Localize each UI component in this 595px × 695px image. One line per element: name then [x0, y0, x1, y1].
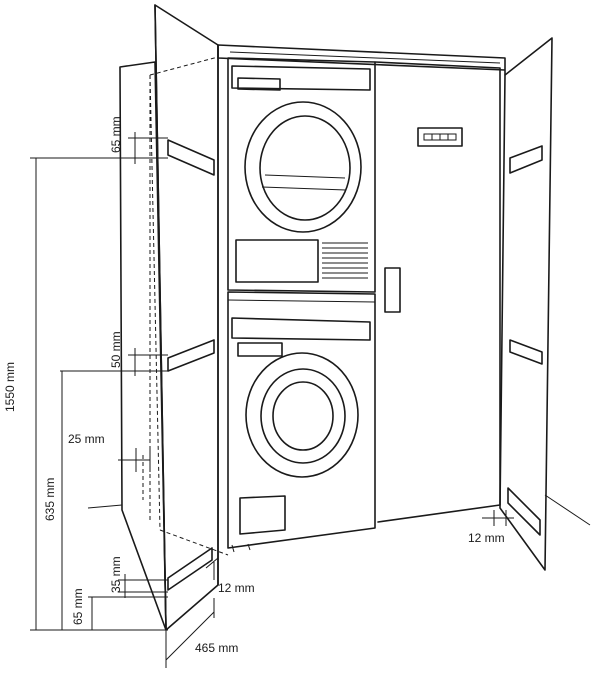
- left-side-panel: [119, 61, 167, 631]
- dim-top-gap: [128, 132, 168, 164]
- washer-door-inner: [260, 368, 346, 464]
- dim-front-gap: [205, 557, 219, 580]
- right-lower-bracket: [507, 487, 541, 536]
- dim-total-height: [30, 157, 168, 631]
- label-total-height: 1550 mm: [3, 362, 17, 412]
- label-plinth-gap: 35 mm: [109, 556, 123, 593]
- dim-depth: [165, 598, 215, 668]
- right-upper-bracket: [509, 145, 543, 174]
- dim-door-gap: [482, 510, 514, 526]
- label-lower-height: 635 mm: [43, 478, 57, 521]
- right-tall-unit: [374, 61, 501, 523]
- dryer-door-outer: [244, 101, 362, 233]
- right-unit-handle: [384, 267, 401, 313]
- label-depth: 465 mm: [195, 641, 238, 655]
- label-middle-gap: 50 mm: [109, 331, 123, 368]
- cabinet-top: [217, 44, 506, 76]
- right-unit-panel: [417, 127, 463, 147]
- dryer-control-panel: [231, 65, 371, 91]
- label-side-gap: 25 mm: [68, 432, 105, 446]
- dryer-vent-grille: [322, 242, 368, 279]
- dryer-door-inner: [259, 115, 351, 221]
- hidden-outline: [142, 56, 229, 556]
- dim-side-gap: [118, 448, 151, 472]
- right-middle-bracket: [509, 339, 543, 365]
- label-plinth-height: 65 mm: [71, 588, 85, 625]
- dryer-filter-panel: [235, 239, 319, 283]
- left-middle-bracket: [167, 339, 215, 372]
- washer-service-flap: [239, 495, 286, 535]
- dryer-handle: [237, 77, 281, 91]
- label-top-gap: 65 mm: [109, 116, 123, 153]
- washer-body: [227, 291, 376, 549]
- label-front-gap: 12 mm: [218, 581, 255, 595]
- left-upper-bracket: [167, 139, 215, 176]
- dim-plinth-gap: [118, 574, 168, 598]
- left-lower-bracket: [167, 547, 213, 591]
- washer-door-outer: [245, 352, 359, 478]
- washer-detergent-drawer: [237, 342, 283, 357]
- floor-line: [87, 494, 591, 526]
- dryer-body: [227, 57, 376, 293]
- right-door: [499, 37, 553, 571]
- washer-control-panel: [231, 317, 371, 341]
- dim-plinth-height: [88, 596, 168, 630]
- dim-middle-gap: [60, 348, 168, 376]
- label-door-gap: 12 mm: [468, 531, 505, 545]
